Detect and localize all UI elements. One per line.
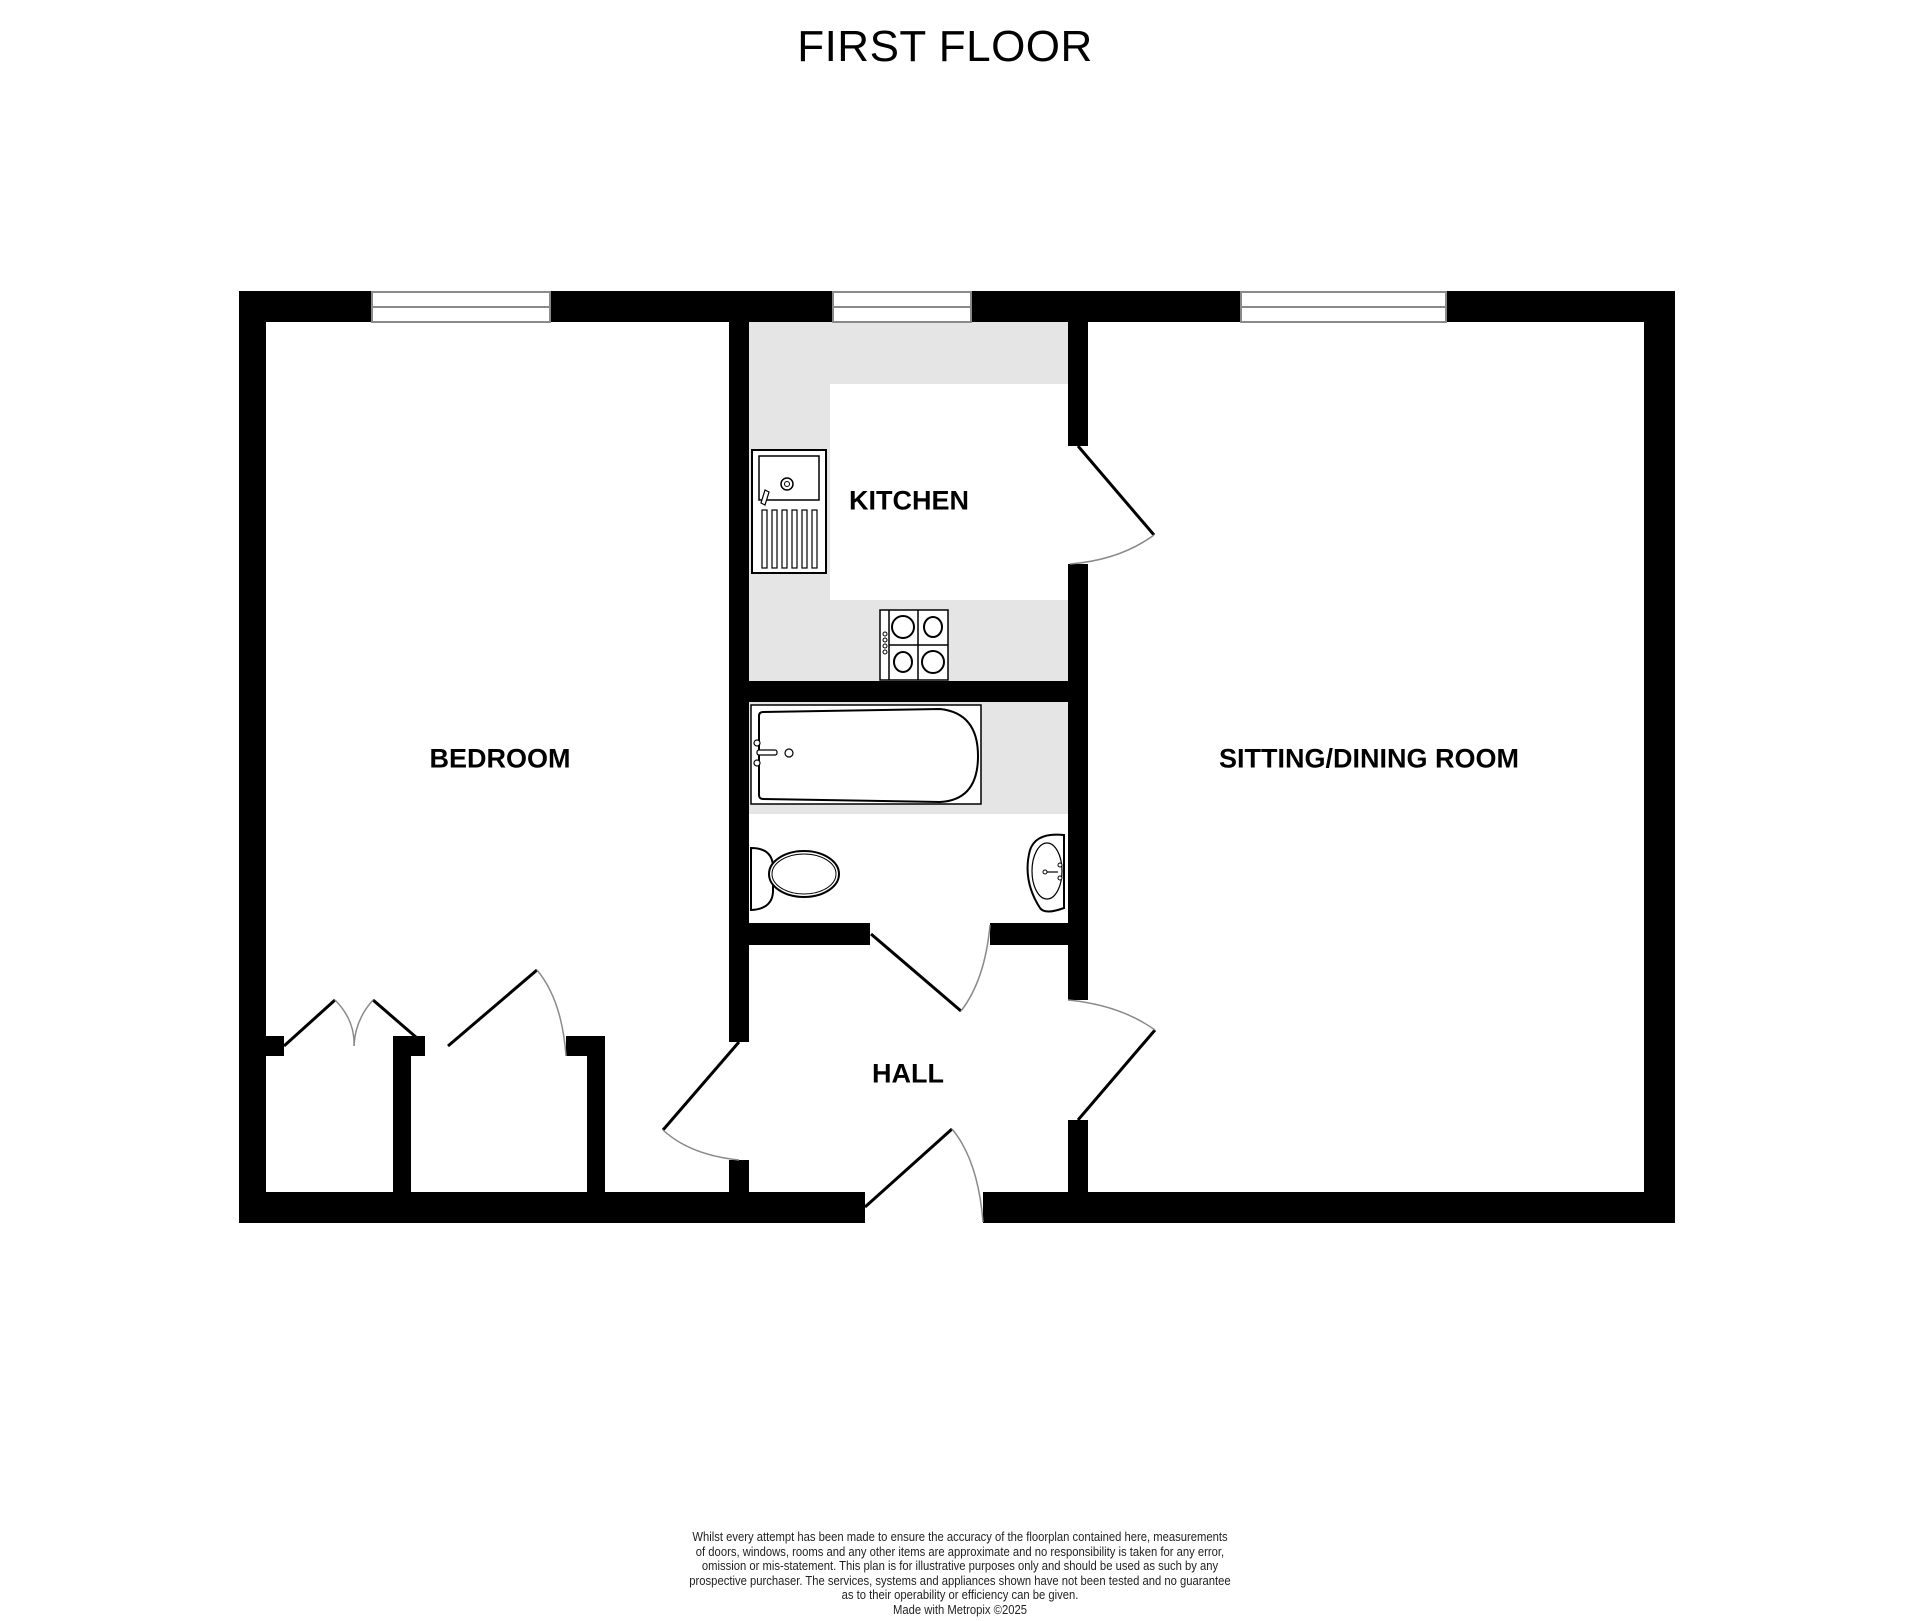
room-label-hall: HALL bbox=[872, 1058, 944, 1089]
door-front-entrance bbox=[863, 1127, 984, 1223]
disclaimer-line: prospective purchaser. The services, sys… bbox=[689, 1573, 1231, 1588]
door-bathroom bbox=[870, 924, 991, 1013]
room-label-sitting-dining-room: SITTING/DINING ROOM bbox=[1219, 743, 1519, 774]
door-sitting-room bbox=[1067, 999, 1157, 1121]
basin-icon bbox=[1026, 833, 1065, 913]
walls bbox=[239, 291, 1675, 1223]
room-label-bedroom: BEDROOM bbox=[429, 743, 571, 774]
disclaimer: Whilst every attempt has been made to en… bbox=[636, 1530, 1284, 1618]
door-wardrobe-double bbox=[282, 998, 418, 1048]
disclaimer-line: omission or mis-statement. This plan is … bbox=[701, 1559, 1219, 1574]
door-bedroom bbox=[661, 1041, 741, 1161]
room-label-kitchen: KITCHEN bbox=[849, 485, 969, 516]
toilet-icon bbox=[750, 846, 840, 912]
door-kitchen bbox=[1069, 445, 1156, 565]
disclaimer-line: of doors, windows, rooms and any other i… bbox=[695, 1544, 1225, 1559]
disclaimer-line: Whilst every attempt has been made to en… bbox=[692, 1530, 1228, 1544]
hob-icon bbox=[879, 609, 949, 681]
bath-icon bbox=[750, 704, 982, 805]
window-bedroom bbox=[371, 291, 551, 323]
floor-title: FIRST FLOOR bbox=[797, 22, 1093, 71]
window-sitting-room bbox=[1240, 291, 1447, 323]
credit: Made with Metropix ©2025 bbox=[893, 1602, 1027, 1617]
window-kitchen bbox=[832, 291, 972, 323]
door-wardrobe-single bbox=[447, 968, 567, 1057]
disclaimer-line: as to their operability or efficiency ca… bbox=[841, 1588, 1079, 1603]
sink-icon bbox=[751, 449, 827, 574]
kitchen-counter bbox=[749, 322, 1068, 681]
